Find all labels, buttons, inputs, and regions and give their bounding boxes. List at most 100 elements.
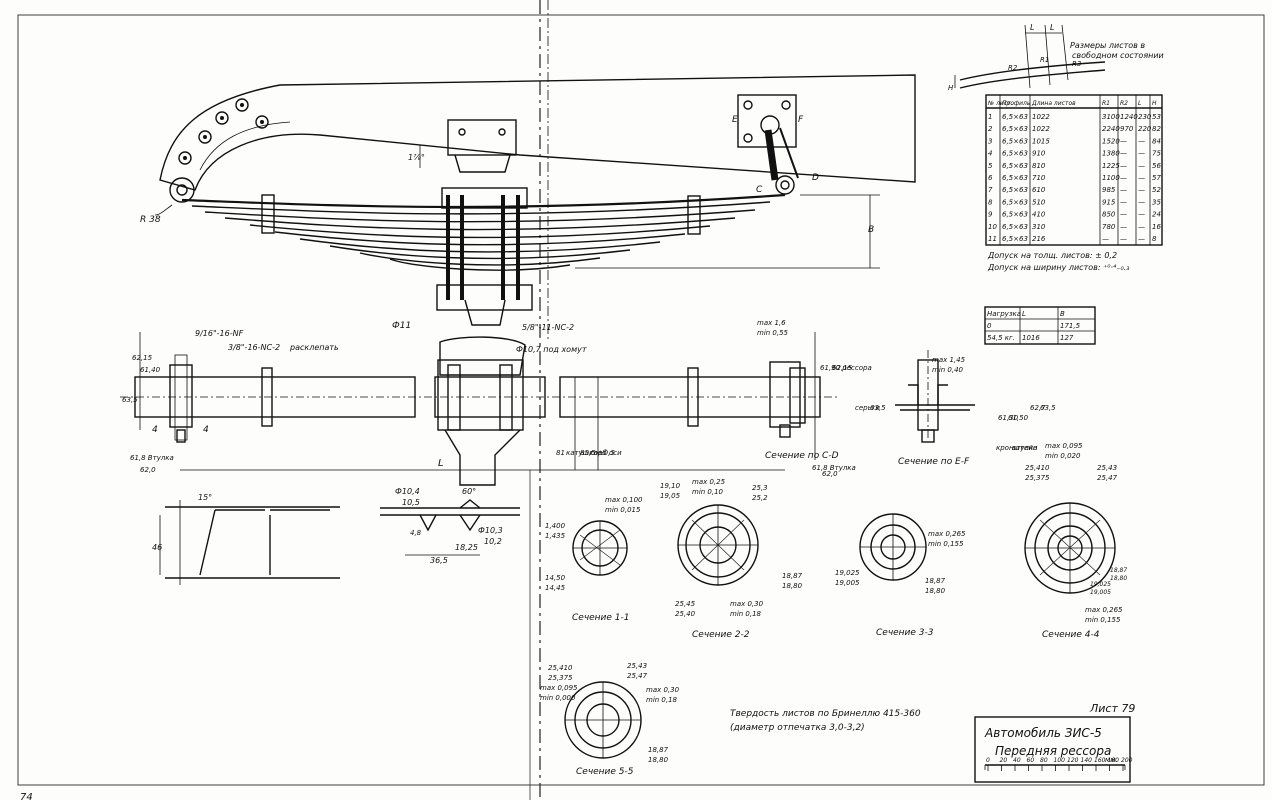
s3-b: 19,005 [835, 579, 860, 587]
leaf-table-cell: — [1138, 162, 1145, 170]
leaf-table-cell: 1240 [1120, 113, 1138, 121]
s5-a: 25,410 [548, 664, 573, 672]
title-block [974, 716, 1131, 783]
leaf-table-cell: 710 [1032, 174, 1046, 182]
section-3-3 [859, 513, 927, 581]
leaf-table-cell: 6,5×63 [1002, 235, 1028, 243]
leaf-table-cell: 1022 [1032, 125, 1050, 133]
leaf-table-cell: 5 [988, 162, 993, 170]
s1-c: 14,50 [545, 574, 566, 582]
leaf-table-header: L [1138, 100, 1141, 107]
section-4-4-title: Сечение 4-4 [1042, 630, 1100, 640]
scale-tick-label: 180 [1108, 757, 1120, 764]
leaf-table-cell: 57 [1152, 174, 1161, 182]
s5-max: max 0,095 [540, 684, 578, 692]
free-state-H: H [948, 84, 954, 92]
leaf-table-cell: 6,5×63 [1002, 198, 1028, 206]
leaf-table-cell: — [1138, 211, 1145, 219]
label-F: F [798, 115, 804, 125]
section-ef-view [895, 350, 975, 443]
label-dim-6190: 61,90 рессора [820, 364, 872, 372]
leaf-table-cell: — [1120, 174, 1127, 182]
leaf-table-cell: 6,5×63 [1002, 223, 1028, 231]
leaf-table-cell: — [1138, 186, 1145, 194]
s2-min: min 0,10 [692, 488, 724, 496]
s3-max: max 0,265 [928, 530, 966, 538]
label-angle-main: 1⅞° [408, 153, 425, 162]
label-dim-6140: 61,40 [140, 366, 161, 374]
section-4-4 [1024, 502, 1116, 594]
title-line-1: Автомобиль ЗИС-5 [984, 726, 1102, 740]
leaf-table-cell: — [1138, 223, 1145, 231]
label-sect-4-right: 4 [203, 425, 209, 435]
label-angle15: 15° [198, 493, 212, 502]
label-dim-635b: 63,5 [870, 404, 886, 412]
leaf-table-cell: 6,5×63 [1002, 150, 1028, 158]
center-bolt-detail [380, 499, 520, 556]
leaf-table-cell: 970 [1120, 125, 1134, 133]
s3-d: 18,80 [925, 587, 946, 595]
leaf-table-cell: 84 [1152, 137, 1161, 145]
label-dim-618b: 61,8 Втулка [812, 464, 856, 472]
s2-h: 25,40 [675, 610, 696, 618]
section-2-2 [677, 504, 759, 586]
leaf-table-cell: 410 [1032, 211, 1046, 219]
label-rasklepat: расклепать [289, 343, 339, 352]
s5-min: min 0,000 [540, 694, 576, 702]
leaf-table-cell: 1225 [1102, 162, 1120, 170]
free-state-R2: R2 [1008, 64, 1018, 72]
load-table-cell: 0 [987, 322, 992, 330]
scale-tick-label: 40 [1013, 757, 1021, 764]
leaf-table-cell: 2 [988, 125, 993, 133]
section-1-1 [572, 520, 628, 576]
free-state-R3: R3 [1072, 60, 1081, 68]
s5-minb: min 0,18 [646, 696, 678, 704]
s4-max2: max 0,265 [1085, 606, 1123, 614]
leaf-table-cell: 24 [1152, 211, 1161, 219]
leaf-table-grid [985, 94, 1163, 246]
label-dim-48: 4,8 [410, 529, 422, 537]
label-dim-635c: 63,5 [1040, 404, 1056, 412]
load-table-cell: 1016 [1022, 334, 1040, 342]
label-thread3: 5/8"-11-NC-2 [522, 323, 574, 332]
free-state-R1: R1 [1040, 56, 1049, 64]
scale-tick-label: 100 [1054, 757, 1066, 764]
leaf-table-header: Длина листов [1031, 100, 1076, 107]
label-dim-6215: 62,15 [132, 354, 153, 362]
label-dim-635: 63,5 [122, 396, 138, 404]
label-dim-6130: 61,30 [998, 414, 1019, 422]
spring-elevation-view [154, 0, 916, 340]
leaf-table-cell: 6 [988, 174, 993, 182]
leaf-table-cell: 1520 [1102, 137, 1120, 145]
spring-plan-view [120, 332, 840, 486]
leaf-table-cell: 6,5×63 [1002, 211, 1028, 219]
load-table-header: Нагрузка [987, 310, 1021, 318]
scale-tick-label: 60 [1027, 757, 1035, 764]
label-min040: min 0,40 [932, 366, 964, 374]
leaf-table-cell: 610 [1032, 186, 1046, 194]
tolerance-thickness: Допуск на толщ. листов: ± 0,2 [987, 251, 1117, 260]
s2-min2: min 0,18 [730, 610, 762, 618]
label-max145: max 1,45 [932, 356, 966, 364]
leaf-table-header: № лист. [987, 100, 1013, 107]
leaf-table-cell: 2240 [1102, 125, 1120, 133]
leaf-table-header: Профиль [1002, 100, 1031, 107]
load-table-cell: 171,5 [1060, 322, 1081, 330]
leaf-table-cell: 1022 [1032, 113, 1050, 121]
label-b: B [868, 225, 874, 235]
s3-min: min 0,155 [928, 540, 964, 548]
leaf-table-cell: — [1138, 235, 1145, 243]
section-5-5 [564, 681, 642, 759]
hardness-note-2: (диаметр отпечатка 3,0-3,2) [730, 723, 865, 733]
s4-min2: min 0,155 [1085, 616, 1121, 624]
leaf-table-cell: 6,5×63 [1002, 125, 1028, 133]
leaf-table-cell: 810 [1032, 162, 1046, 170]
leaf-table-cell: 8 [1152, 235, 1157, 243]
leaf-table-cell: 6,5×63 [1002, 137, 1028, 145]
free-state-L1: L [1030, 23, 1034, 32]
label-phi11: Ф11 [392, 321, 411, 331]
label-dim-105: 10,5 [402, 498, 420, 507]
label-dim-365: 36,5 [430, 556, 448, 565]
label-dim-46: 46 [152, 543, 162, 552]
